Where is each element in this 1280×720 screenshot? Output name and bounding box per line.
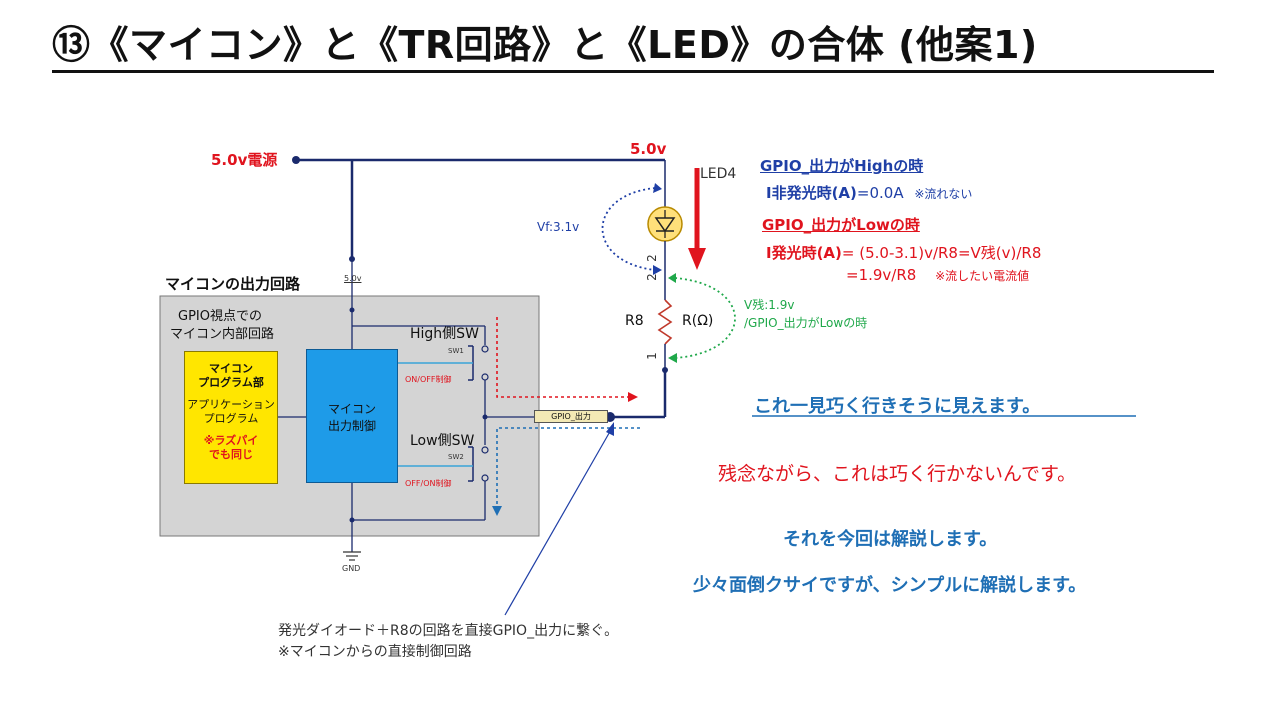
gpio-view-line1: GPIO視点での bbox=[178, 309, 262, 324]
message-3: それを今回は解説します。 bbox=[783, 529, 998, 550]
gnd-label: GND bbox=[342, 564, 361, 573]
callout-line1: 発光ダイオード＋R8の回路を直接GPIO_出力に繋ぐ。 bbox=[278, 623, 619, 639]
vcc-tag: 5.0v bbox=[344, 274, 362, 283]
onoff-label: ON/OFF制御 bbox=[405, 375, 452, 384]
message-2: 残念ながら、これは巧く行かないんです。 bbox=[718, 463, 1077, 485]
sw1-label: SW1 bbox=[448, 347, 464, 355]
page-title: ⑬《マイコン》と《TR回路》と《LED》の合体 (他案1) bbox=[52, 23, 1038, 67]
led-name: LED4 bbox=[700, 166, 737, 182]
r-unit-label: R(Ω) bbox=[682, 313, 714, 329]
program-box: マイコン プログラム部 アプリケーション プログラム ※ラズパイ でも同じ bbox=[184, 351, 278, 484]
offon-label: OFF/ON制御 bbox=[405, 479, 452, 488]
vres-note: /GPIO_出力がLowの時 bbox=[744, 316, 868, 330]
resistor-r8 bbox=[657, 299, 673, 345]
low-equation: I発光時(A)= (5.0-3.1)v/R8=V残(v)/R8 bbox=[766, 244, 1042, 262]
high-title: GPIO_出力がHighの時 bbox=[760, 157, 924, 175]
high-equation: I非発光時(A)=0.0A ※流れない bbox=[766, 184, 973, 202]
callout-pointer bbox=[504, 427, 613, 616]
output-control-box: マイコン 出力制御 bbox=[306, 349, 398, 483]
pin-1-label: 1 bbox=[644, 352, 659, 360]
vres-label: V残:1.9v bbox=[744, 298, 795, 312]
vres-arrow bbox=[674, 277, 736, 359]
supply-label: 5.0v電源 bbox=[211, 151, 278, 169]
high-current-path bbox=[496, 317, 630, 398]
vf-label: Vf:3.1v bbox=[537, 220, 580, 234]
message-4: 少々面倒クサイですが、シンプルに解説します。 bbox=[693, 575, 1087, 596]
title-underline bbox=[52, 70, 1214, 73]
low-title: GPIO_出力がLowの時 bbox=[762, 216, 920, 234]
gpio-output-tag: GPIO_出力 bbox=[534, 410, 608, 423]
message-1: これ一見巧く行きそうに見えます。 bbox=[754, 396, 1041, 417]
high-sw-label: High側SW bbox=[410, 326, 479, 342]
callout-line2: ※マイコンからの直接制御回路 bbox=[278, 644, 472, 660]
low-sw-label: Low側SW bbox=[410, 433, 475, 449]
vcc-node bbox=[349, 256, 355, 262]
mcu-title: マイコンの出力回路 bbox=[165, 275, 301, 293]
r8-label: R8 bbox=[625, 313, 644, 329]
low-equation-2: =1.9v/R8 ※流したい電流値 bbox=[846, 266, 1030, 284]
supply-top-label: 5.0v bbox=[630, 140, 667, 158]
pin-2b-label: 2 bbox=[644, 273, 659, 281]
sw2-label: SW2 bbox=[448, 453, 464, 461]
current-arrow-head bbox=[688, 248, 706, 270]
gpio-view-line2: マイコン内部回路 bbox=[170, 327, 275, 342]
pin-2-label: 2 bbox=[644, 254, 659, 262]
